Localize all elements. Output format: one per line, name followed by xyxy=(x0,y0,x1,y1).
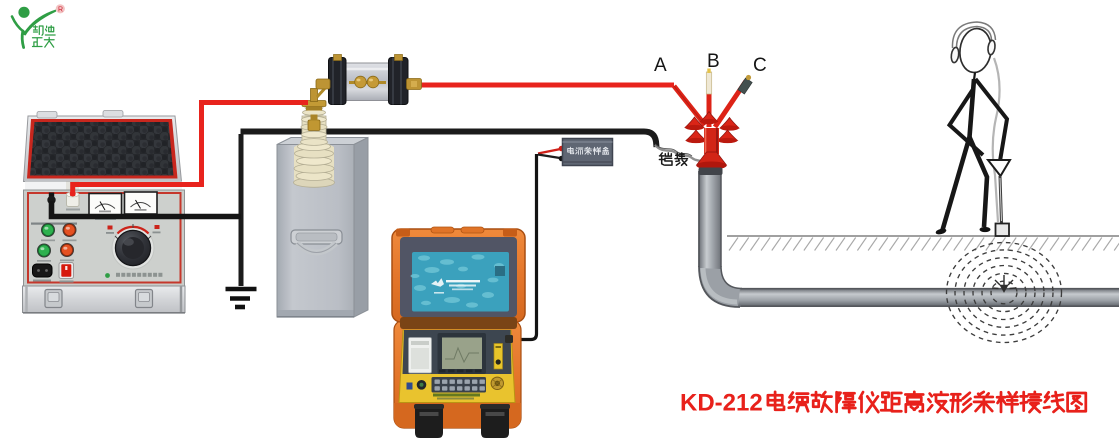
svg-text:A: A xyxy=(654,55,667,76)
svg-text:KD-212: KD-212 xyxy=(680,390,763,417)
svg-text:R: R xyxy=(58,6,63,13)
svg-text:C: C xyxy=(753,55,767,76)
svg-text:B: B xyxy=(707,51,720,72)
